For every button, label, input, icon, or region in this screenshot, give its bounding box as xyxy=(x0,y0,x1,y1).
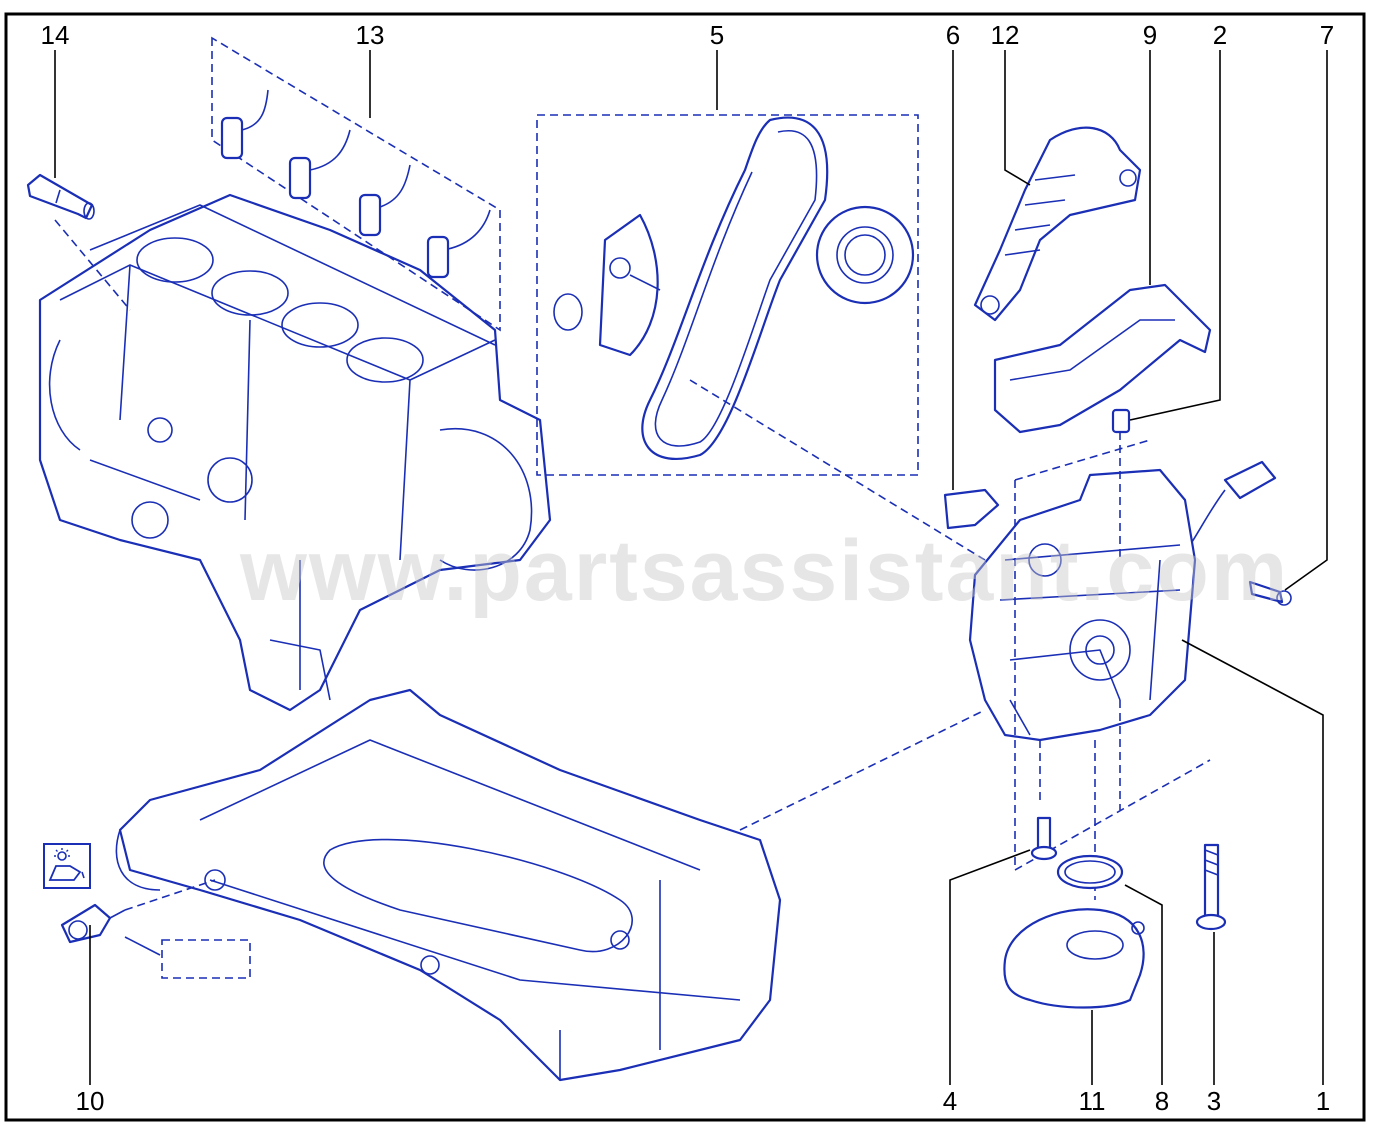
oil-pressure-warning-icon xyxy=(43,843,91,889)
callout-9: 9 xyxy=(1143,20,1157,50)
oil-strainer xyxy=(1003,908,1145,1009)
breather-hose xyxy=(973,126,1142,322)
callout-1: 1 xyxy=(1316,1086,1330,1116)
dowel-pin xyxy=(1111,408,1131,434)
callout-13: 13 xyxy=(356,20,385,50)
bracket-part xyxy=(943,488,1000,530)
long-bolt xyxy=(1195,843,1227,931)
callout-14: 14 xyxy=(41,20,70,50)
oil-pump-module xyxy=(968,468,1197,742)
leader-lines xyxy=(54,50,1328,1085)
assembly-guide-line xyxy=(1014,480,1211,871)
callout-8: 8 xyxy=(1155,1086,1169,1116)
dowel-sleeve-part xyxy=(26,173,95,220)
timing-chain-kit xyxy=(536,114,986,561)
oil-jet xyxy=(288,129,351,200)
watermark-text: www.partsassistant.com xyxy=(239,523,1289,619)
callout-10: 10 xyxy=(76,1086,105,1116)
arrow-indicator xyxy=(124,936,161,956)
callout-5: 5 xyxy=(710,20,724,50)
callout-12: 12 xyxy=(991,20,1020,50)
diagram-frame xyxy=(4,12,1366,1122)
oil-pan xyxy=(115,688,782,1082)
assembly-guide-line xyxy=(124,879,216,911)
bolt xyxy=(1248,580,1292,606)
oil-jets-group xyxy=(211,36,501,332)
crank-sprocket xyxy=(815,205,915,305)
oil-pressure-switch xyxy=(60,903,126,944)
callout-2: 2 xyxy=(1213,20,1227,50)
callout-6: 6 xyxy=(946,20,960,50)
callout-11: 11 xyxy=(1079,1086,1106,1116)
bolt xyxy=(1030,816,1058,861)
chain-tensioner xyxy=(553,213,661,357)
oil-jet xyxy=(220,89,269,160)
timing-chain xyxy=(641,116,829,461)
engine-cover-part xyxy=(993,283,1212,434)
oil-jet xyxy=(426,209,491,279)
callout-3: 3 xyxy=(1207,1086,1221,1116)
o-ring xyxy=(1056,854,1124,890)
callout-7: 7 xyxy=(1320,20,1334,50)
assembly-guide-line xyxy=(739,709,986,831)
dashed-reference-box xyxy=(161,939,251,979)
assembly-guide-line xyxy=(1014,439,1151,481)
callout-4: 4 xyxy=(943,1086,957,1116)
oil-jet xyxy=(358,164,411,237)
engine-block xyxy=(38,193,552,712)
assembly-guide-line xyxy=(54,219,131,311)
